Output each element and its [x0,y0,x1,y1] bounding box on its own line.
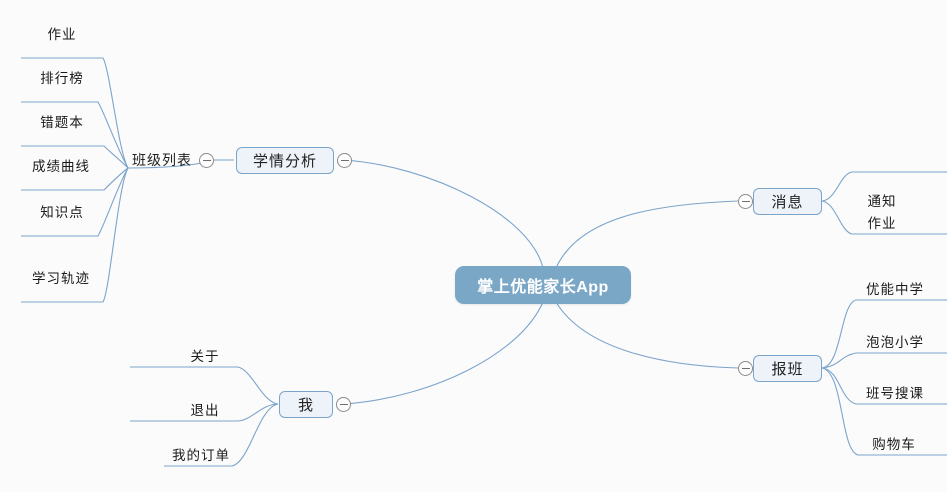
leaf-paopaoxiaoxue-label: 泡泡小学 [866,335,924,350]
leaf-gouwuche-label: 购物车 [872,437,916,452]
leaf-wodedingdan-label: 我的订单 [172,448,230,463]
branch-node-baoban-label: 报班 [771,361,804,378]
leaf-tuichu[interactable]: 退出 [172,399,238,419]
leaf-zhishidian[interactable]: 知识点 [21,201,103,221]
root-node[interactable]: 掌上优能家长App [455,266,631,304]
wire-root-wo [343,301,544,405]
leaf-zuoye-label: 作业 [47,27,77,42]
leaf-xiaoxi-zuoye-label: 作业 [867,216,897,231]
leaf-banhaosouke[interactable]: 班号搜课 [856,382,934,402]
root-node-label: 掌上优能家长App [477,279,609,296]
branch-node-wo-label: 我 [297,397,314,414]
collapse-toggle-xueqing[interactable] [337,153,352,168]
branch-node-xiaoxi-label: 消息 [771,194,804,211]
leaf-younengzhongxue-label: 优能中学 [866,282,924,297]
wire-root-xueqing [343,159,544,269]
collapse-toggle-xiaoxi[interactable] [738,194,753,209]
leaf-tongzhi-label: 通知 [867,194,897,209]
collapse-toggle-wo[interactable] [336,397,351,412]
leaf-xiaoxi-zuoye[interactable]: 作业 [852,212,912,232]
node-banjiliebiao-label: 班级列表 [132,152,192,168]
node-banjiliebiao[interactable]: 班级列表 [128,149,196,171]
leaf-guanyu[interactable]: 关于 [172,345,238,365]
leaf-cuotiben[interactable]: 错题本 [21,111,103,131]
leaf-zhishidian-label: 知识点 [40,205,84,220]
leaf-tongzhi[interactable]: 通知 [852,190,912,210]
leaf-chengjiquxian-label: 成绩曲线 [32,159,90,174]
leaf-zuoye[interactable]: 作业 [21,23,103,43]
leaf-paopaoxiaoxue[interactable]: 泡泡小学 [856,331,934,351]
leaf-paihangbang-label: 排行榜 [40,71,84,86]
wire-root-baoban [555,301,739,369]
leaf-younengzhongxue[interactable]: 优能中学 [856,278,934,298]
leaf-guanyu-label: 关于 [190,349,220,364]
leaf-tuichu-label: 退出 [190,403,220,418]
branch-node-xueqing-label: 学情分析 [252,153,317,170]
leaf-paihangbang[interactable]: 排行榜 [21,67,103,87]
leaf-banhaosouke-label: 班号搜课 [866,386,924,401]
leaf-chengjiquxian[interactable]: 成绩曲线 [18,155,104,175]
leaf-wodedingdan[interactable]: 我的订单 [164,444,238,464]
leaf-xuexiguiji[interactable]: 学习轨迹 [18,267,104,287]
wire-baoban-paopaoxiaoxue [821,352,947,369]
wire-root-xiaoxi [555,200,739,269]
leaf-gouwuche[interactable]: 购物车 [858,433,930,453]
leaf-xuexiguiji-label: 学习轨迹 [32,271,90,286]
branch-node-xueqing[interactable]: 学情分析 [236,147,334,174]
leaf-cuotiben-label: 错题本 [40,115,84,130]
collapse-toggle-baoban[interactable] [738,361,753,376]
branch-node-wo[interactable]: 我 [279,391,333,418]
branch-node-xiaoxi[interactable]: 消息 [753,188,822,215]
branch-node-baoban[interactable]: 报班 [753,355,822,382]
collapse-toggle-banjiliebiao[interactable] [199,153,214,168]
